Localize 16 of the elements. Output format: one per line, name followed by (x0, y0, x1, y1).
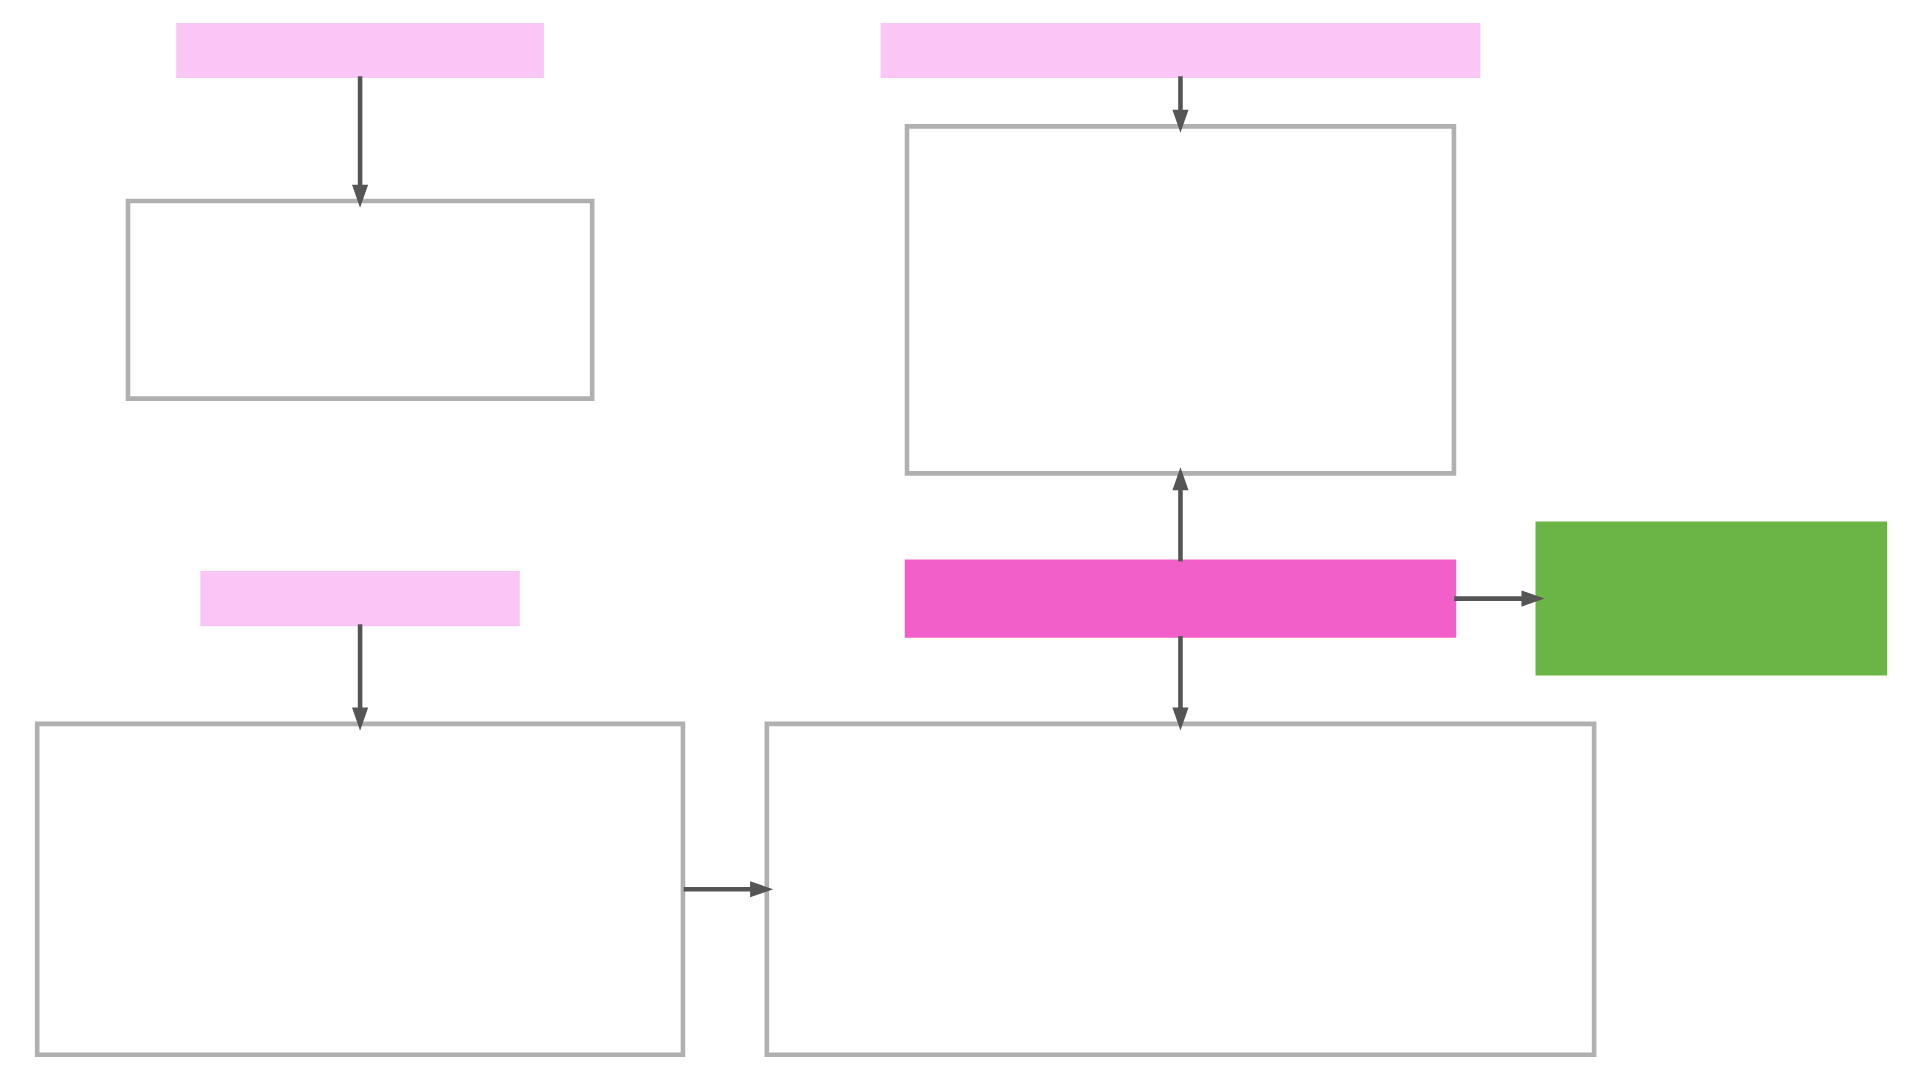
arrow (682, 881, 773, 898)
arrow (351, 76, 368, 208)
node-box (124, 198, 594, 401)
arrow (351, 624, 368, 731)
arrow (1171, 76, 1188, 133)
node-box (763, 721, 1596, 1058)
node-box (33, 721, 685, 1058)
node-box (1534, 521, 1887, 676)
node-box (879, 22, 1480, 79)
arrow (1453, 590, 1544, 607)
node-box (903, 124, 1456, 476)
arrow (1171, 467, 1188, 562)
arrow (1171, 636, 1188, 731)
node-box (199, 571, 519, 627)
node-box (903, 559, 1456, 638)
node-box (175, 22, 543, 79)
